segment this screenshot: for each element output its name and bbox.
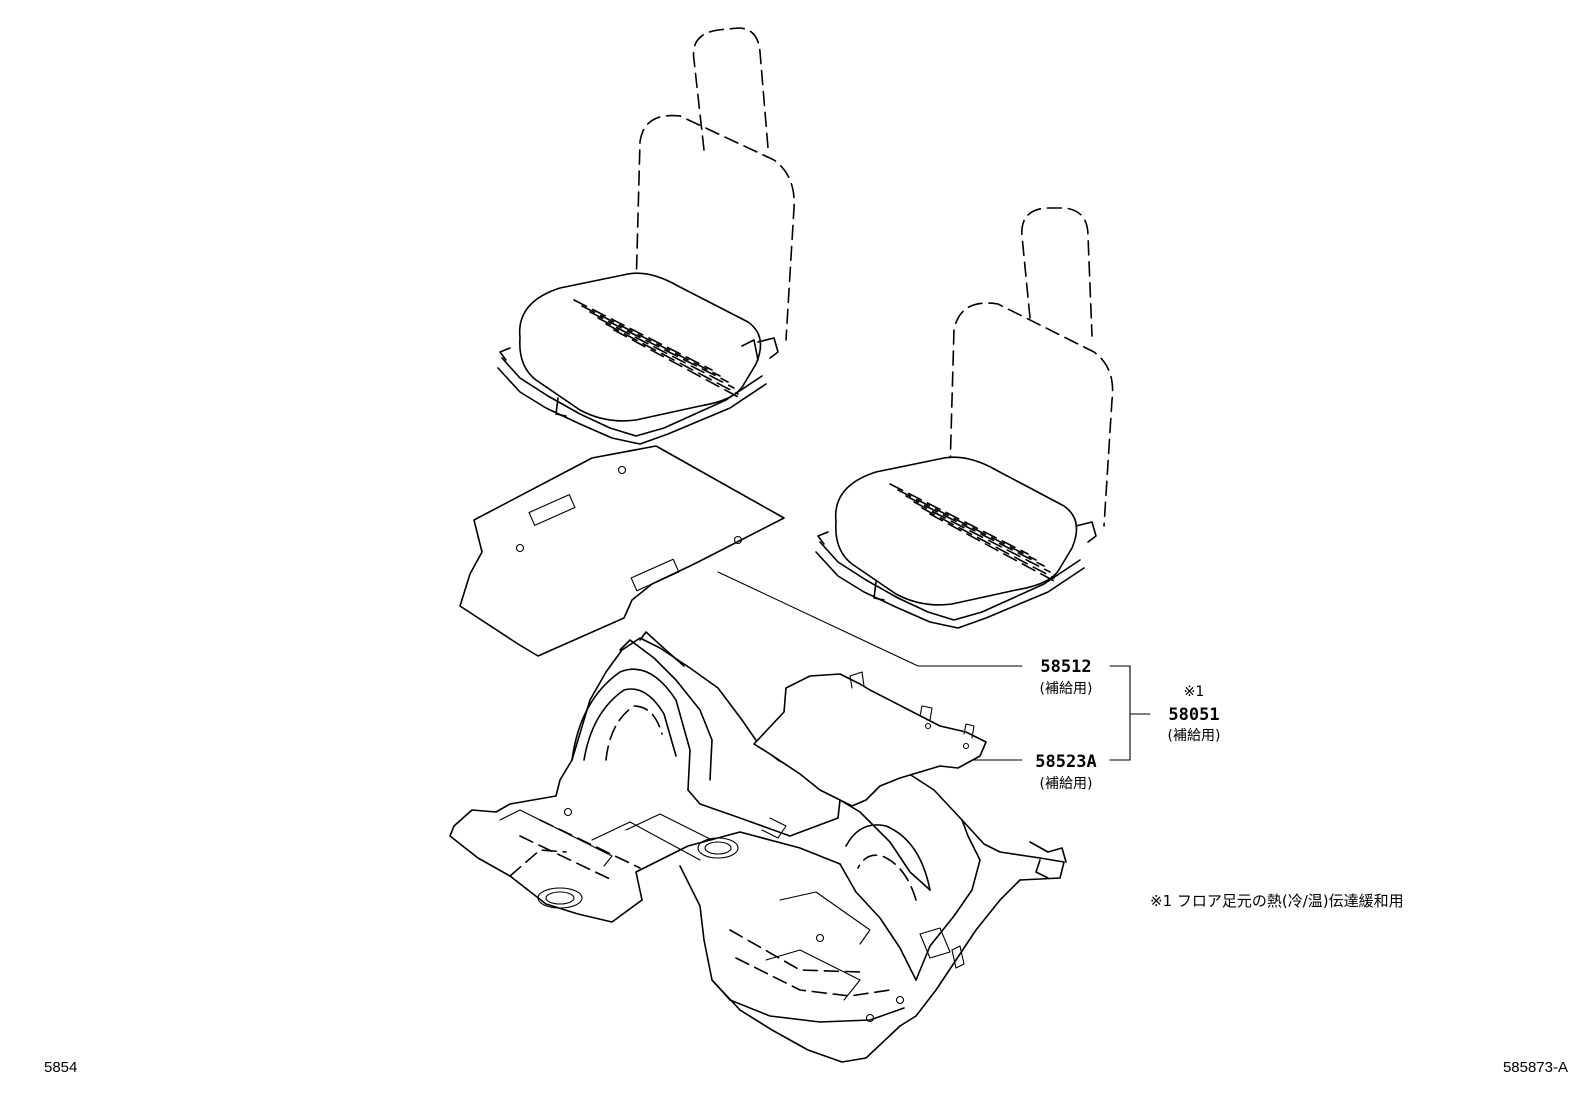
part-number-58523a: 58523A bbox=[1035, 752, 1096, 772]
callout-58051: ※1 58051 (補給用) bbox=[1168, 684, 1221, 744]
part-note-58051: (補給用) bbox=[1168, 728, 1221, 744]
footnote-marker: ※1 bbox=[1184, 684, 1205, 700]
floor-pan bbox=[449, 631, 1067, 1063]
part-number-58051: 58051 bbox=[1168, 705, 1219, 725]
figure-code: 585873-A bbox=[1503, 1059, 1568, 1076]
leader-lines bbox=[717, 571, 1151, 761]
floor-carpet-58512 bbox=[459, 445, 785, 657]
callout-58512: 58512 (補給用) bbox=[1040, 657, 1093, 697]
callout-58523a: 58523A (補給用) bbox=[1035, 752, 1096, 792]
footnote-text: ※1 フロア足元の熱(冷/温)伝達緩和用 bbox=[1150, 892, 1404, 910]
part-note-58523a: (補給用) bbox=[1040, 776, 1093, 792]
part-note-58512: (補給用) bbox=[1040, 681, 1093, 697]
floor-insulator-58523a bbox=[753, 671, 987, 807]
front-seat-left bbox=[497, 27, 795, 445]
front-seat-right bbox=[815, 207, 1114, 629]
page-code: 5854 bbox=[44, 1059, 77, 1076]
part-number-58512: 58512 bbox=[1040, 657, 1091, 677]
